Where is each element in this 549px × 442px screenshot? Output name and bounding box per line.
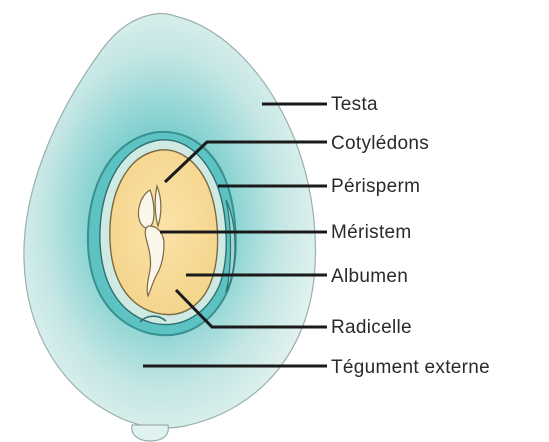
label-albumen: Albumen [331, 266, 408, 287]
label-tegument: Tégument externe [331, 357, 490, 378]
label-testa: Testa [331, 94, 378, 115]
label-cotyledons: Cotylédons [331, 133, 429, 154]
label-radicelle: Radicelle [331, 317, 412, 338]
label-perisperm: Périsperm [331, 176, 420, 197]
seed-bottom-nub [132, 425, 169, 441]
label-meristem: Méristem [331, 222, 412, 243]
